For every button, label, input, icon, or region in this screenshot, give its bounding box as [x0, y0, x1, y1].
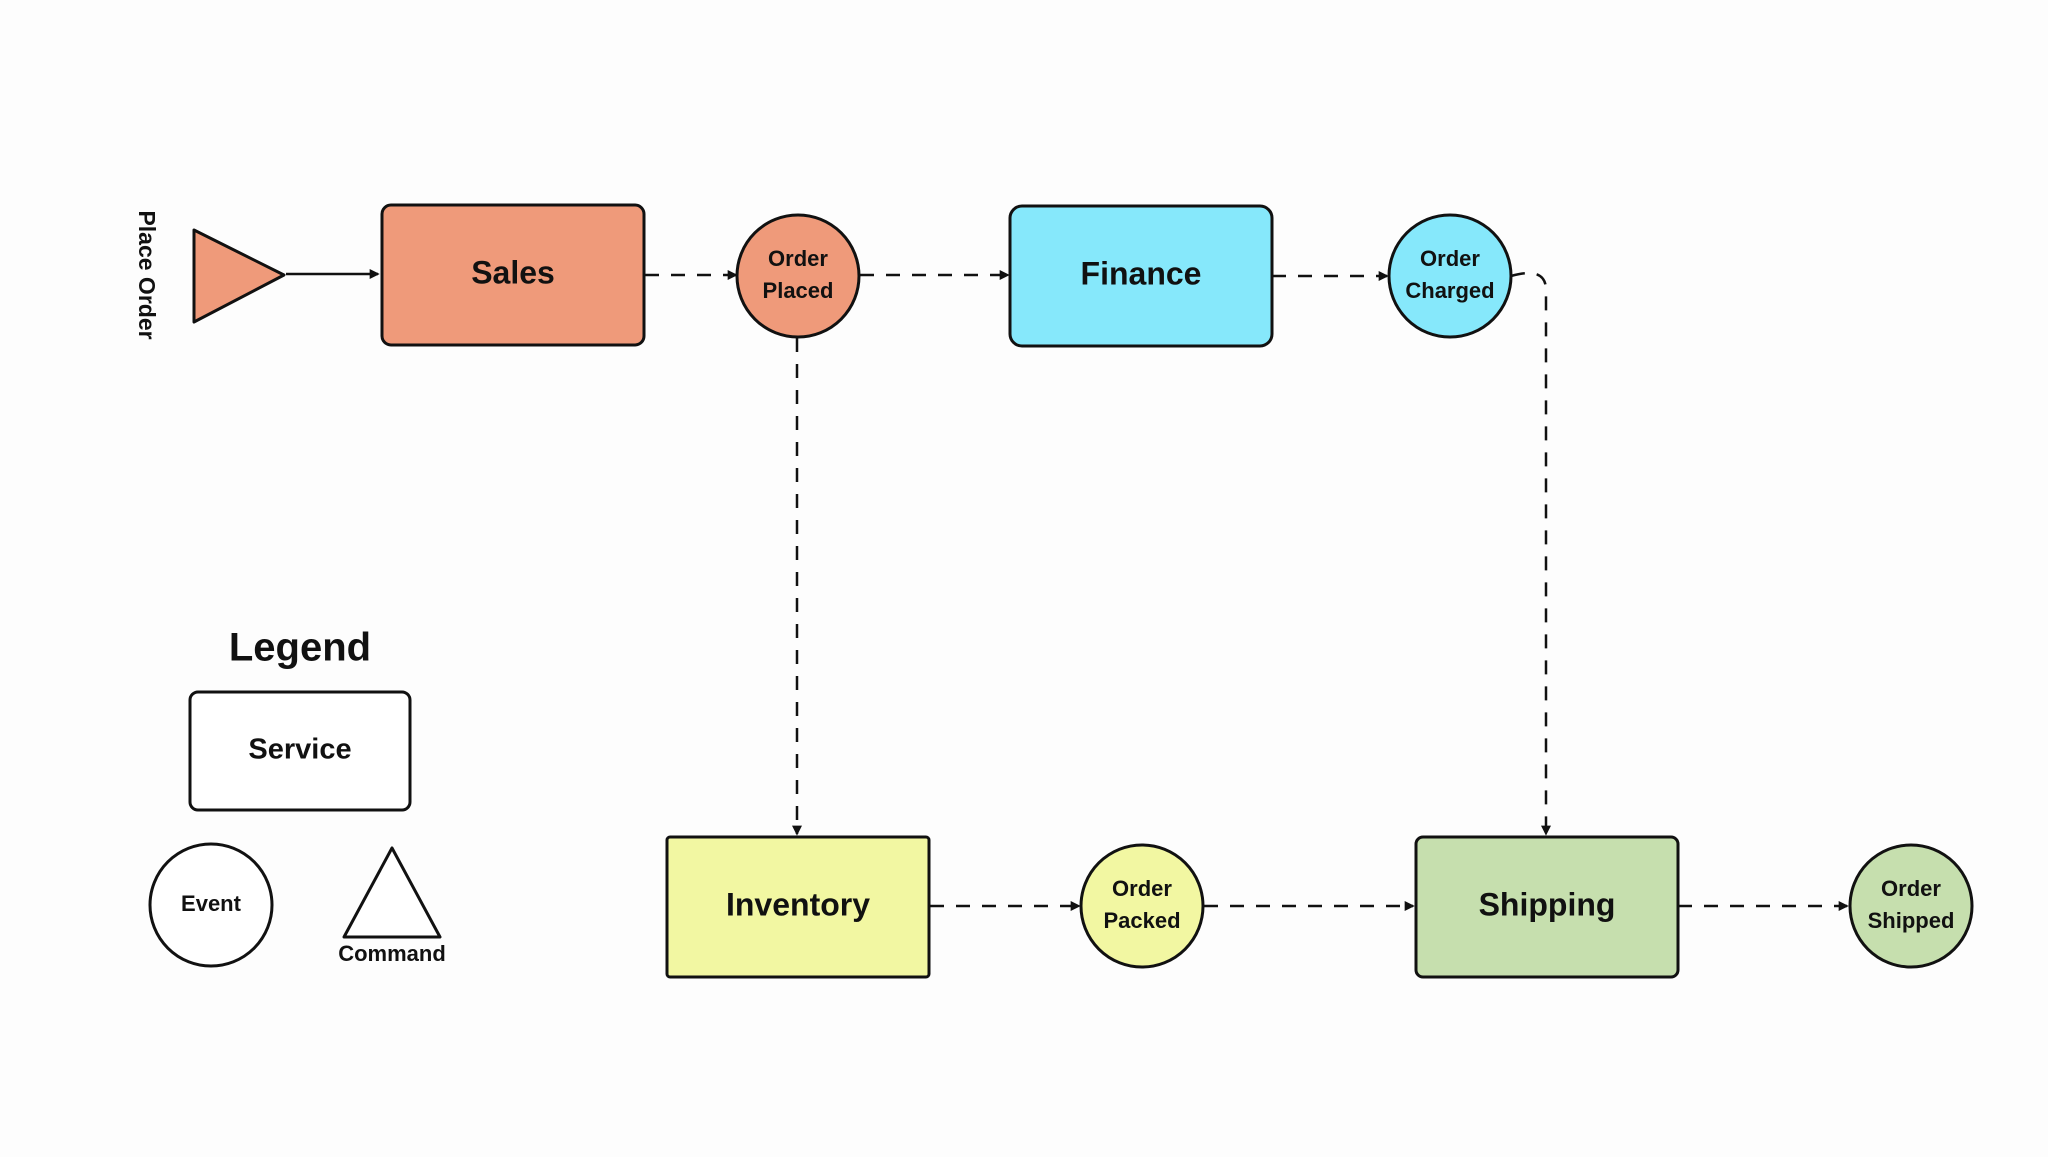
- event-order-packed-circle: [1079, 843, 1205, 969]
- event-order-shipped-line2: Shipped: [1868, 908, 1955, 933]
- service-shipping[interactable]: Shipping: [1414, 835, 1680, 979]
- service-shipping-label: Shipping: [1479, 886, 1616, 922]
- connector-order-charged-to-shipping: [1510, 271, 1551, 836]
- legend-event-label: Event: [181, 891, 242, 916]
- event-order-packed-line1: Order: [1112, 876, 1172, 901]
- service-finance-label: Finance: [1081, 255, 1202, 291]
- event-order-charged-line2: Charged: [1405, 278, 1494, 303]
- event-order-charged[interactable]: Order Charged: [1387, 213, 1513, 339]
- service-inventory[interactable]: Inventory: [665, 835, 931, 979]
- command-label: Place Order: [134, 210, 160, 339]
- event-order-placed-line2: Placed: [763, 278, 834, 303]
- legend-service-box: [188, 690, 412, 812]
- event-order-shipped-circle: [1848, 843, 1974, 969]
- legend: Legend Service Event Command: [148, 626, 446, 968]
- event-order-placed-circle: [735, 213, 861, 339]
- legend-command-triangle: [342, 846, 442, 939]
- service-finance[interactable]: Finance: [1008, 204, 1274, 348]
- service-sales[interactable]: Sales: [380, 203, 646, 347]
- event-order-packed[interactable]: Order Packed: [1079, 843, 1205, 969]
- command-triangle: [192, 228, 286, 324]
- service-shipping-box: [1414, 835, 1680, 979]
- legend-event-circle: [148, 842, 274, 968]
- event-order-shipped[interactable]: Order Shipped: [1848, 843, 1974, 969]
- event-order-shipped-line1: Order: [1881, 876, 1941, 901]
- legend-title: Legend: [229, 626, 371, 670]
- service-sales-label: Sales: [471, 254, 555, 290]
- legend-service-label: Service: [248, 734, 351, 766]
- legend-command-label: Command: [338, 941, 446, 966]
- event-order-charged-line1: Order: [1420, 246, 1480, 271]
- service-sales-box: [380, 203, 646, 347]
- event-order-packed-line2: Packed: [1103, 908, 1180, 933]
- event-order-charged-circle: [1387, 213, 1513, 339]
- service-inventory-label: Inventory: [726, 886, 870, 922]
- event-order-placed[interactable]: Order Placed: [735, 213, 861, 339]
- place-order-command[interactable]: Place Order: [134, 210, 286, 340]
- service-inventory-box: [665, 835, 931, 979]
- event-order-placed-line1: Order: [768, 246, 828, 271]
- service-finance-box: [1008, 204, 1274, 348]
